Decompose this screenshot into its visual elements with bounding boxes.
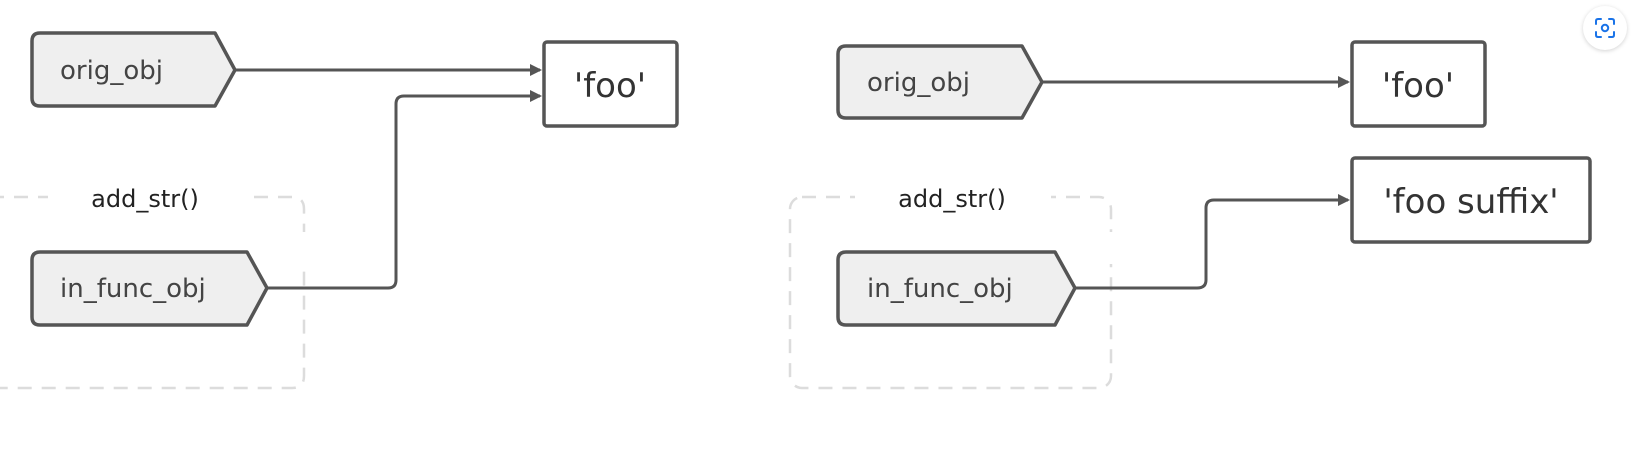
value-foo: 'foo' [542,40,679,128]
ref-in-func-obj: in_func_obj [30,250,269,327]
scope-label: add_str() [898,185,1006,213]
value-label: 'foo' [1382,66,1454,106]
arrow-in-func-to-foo-suffix [1075,194,1350,290]
scope-label: add_str() [91,185,199,213]
ref-orig-obj: orig_obj [836,44,1044,120]
value-label: 'foo' [574,66,646,106]
focus-scan-button[interactable] [1583,6,1627,50]
right-diagram: add_str() orig_obj in_func_obj 'foo' 'fo… [788,40,1592,390]
function-scope: add_str() [788,180,1119,390]
ref-label: orig_obj [60,56,163,86]
value-foo-suffix: 'foo suffix' [1350,156,1592,244]
left-diagram: add_str() orig_obj in_func_obj 'foo' [0,31,679,390]
focus-scan-icon [1595,18,1615,38]
value-label: 'foo suffix' [1383,182,1558,222]
ref-label: orig_obj [867,68,970,98]
ref-label: in_func_obj [60,274,206,304]
function-scope: add_str() [0,180,312,390]
ref-orig-obj: orig_obj [30,31,237,108]
ref-in-func-obj: in_func_obj [836,250,1077,327]
arrow-in-func-to-foo [267,90,542,290]
value-foo: 'foo' [1350,40,1487,128]
ref-label: in_func_obj [867,274,1013,304]
